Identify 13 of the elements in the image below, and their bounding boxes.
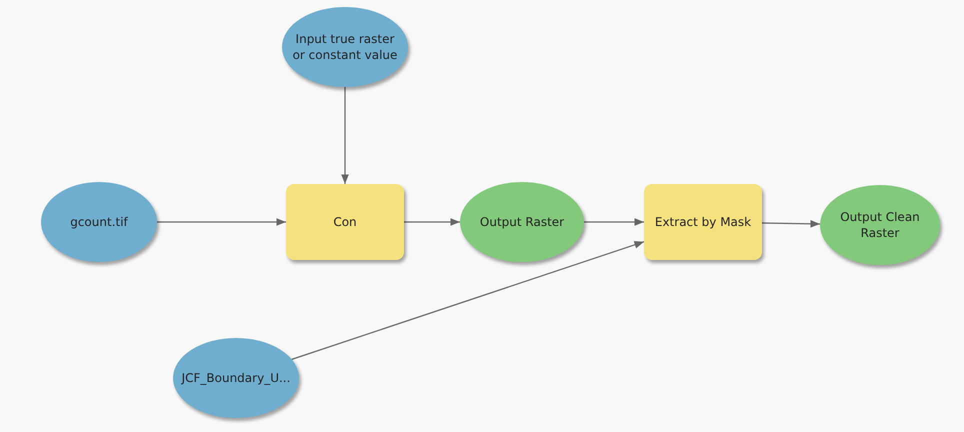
- arrow: [404, 218, 460, 226]
- arrow: [157, 218, 286, 226]
- arrow: [341, 87, 349, 184]
- node-label: Input true raster or constant value: [292, 31, 398, 63]
- arrow: [584, 218, 644, 226]
- node-label: JCF_Boundary_U...: [180, 370, 292, 386]
- arrow: [292, 241, 644, 360]
- node-label: Extract by Mask: [654, 214, 752, 230]
- node-label: gcount.tif: [69, 214, 129, 230]
- node-label: Con: [332, 214, 358, 230]
- node-label: Output Clean Raster: [839, 209, 921, 241]
- arrow: [762, 220, 820, 228]
- node-label: Output Raster: [478, 214, 566, 230]
